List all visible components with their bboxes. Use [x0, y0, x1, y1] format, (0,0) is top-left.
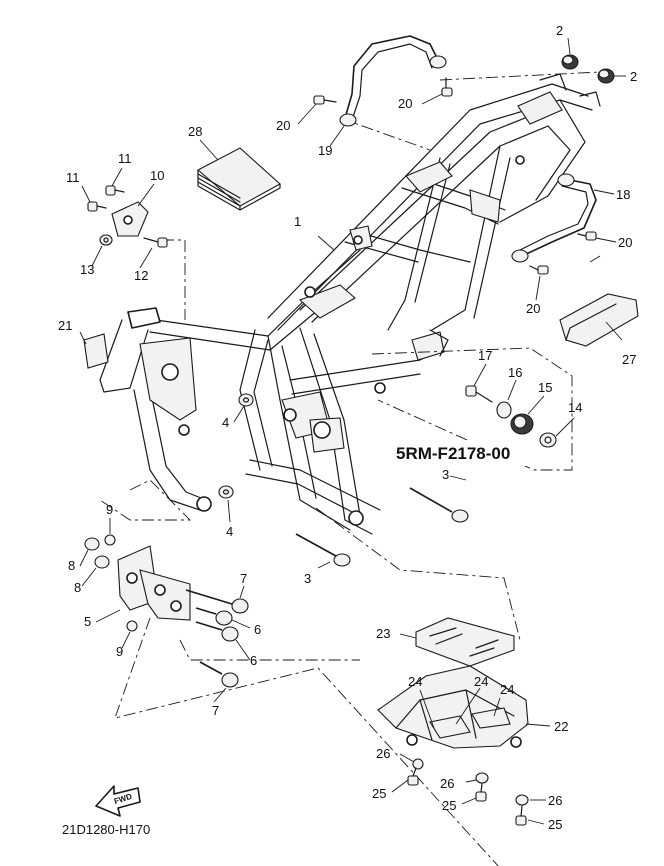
callout-6b: 6: [250, 653, 257, 668]
washer-8a: [84, 537, 100, 551]
callout-8b: 8: [74, 580, 81, 595]
callout-17: 17: [478, 348, 492, 363]
callout-24b: 24: [474, 674, 488, 689]
washer-4a: [238, 393, 254, 407]
callout-13: 13: [80, 262, 94, 277]
callout-26c: 26: [548, 793, 562, 808]
main-frame: [141, 73, 601, 535]
callout-5: 5: [84, 614, 91, 629]
callout-12: 12: [134, 268, 148, 283]
callout-11a: 11: [118, 151, 132, 166]
callout-23: 23: [376, 626, 390, 641]
washer-8b: [94, 555, 110, 569]
callout-6a: 6: [254, 622, 261, 637]
callout-20a: 20: [276, 118, 290, 133]
callout-9b: 9: [116, 644, 123, 659]
head-pipe: [99, 307, 212, 512]
collar-26c: [515, 794, 529, 806]
bolt-7a: [185, 589, 249, 614]
collar-26b: [475, 772, 489, 784]
callout-19: 19: [318, 143, 332, 158]
callout-20b: 20: [398, 96, 412, 111]
bolt-20a: [313, 95, 337, 105]
nut-9a: [104, 534, 116, 546]
forward-arrow: FWD: [95, 785, 141, 817]
bolt-6b: [195, 621, 239, 642]
bolt-20d: [529, 265, 549, 275]
callout-10: 10: [150, 168, 164, 183]
bolt-11a: [105, 185, 125, 196]
bushing-15: [510, 413, 534, 435]
callout-7b: 7: [212, 703, 219, 718]
callout-25c: 25: [548, 817, 562, 832]
callout-4a: 4: [222, 415, 229, 430]
nut-9b: [126, 620, 138, 632]
callout-2a: 2: [556, 23, 563, 38]
callout-14: 14: [568, 400, 582, 415]
callout-9a: 9: [106, 502, 113, 517]
washer-13: [99, 234, 113, 246]
owners-manual-28: [197, 147, 281, 211]
label-21: [83, 333, 109, 369]
collar-14: [539, 432, 557, 448]
part-code-label: 5RM-F2178-00: [396, 444, 510, 463]
callout-1: 1: [294, 214, 301, 229]
bolt-25c: [515, 805, 527, 826]
bolt-6a: [195, 607, 233, 626]
callout-27: 27: [622, 352, 636, 367]
callout-26a: 26: [376, 746, 390, 761]
handle-18: [511, 173, 597, 263]
callout-3b: 3: [304, 571, 311, 586]
cover-27: [559, 293, 639, 347]
leader-lines: [79, 37, 626, 825]
callout-28: 28: [188, 124, 202, 139]
callout-16: 16: [508, 365, 522, 380]
bolt-11b: [87, 201, 107, 212]
collar-16: [496, 401, 512, 419]
washer-4b: [218, 485, 234, 499]
bolt-3a: [409, 487, 469, 523]
callout-11b: 11: [66, 170, 80, 185]
callout-22: 22: [554, 719, 568, 734]
bolt-25a: [407, 767, 419, 786]
bolt-3b: [295, 533, 351, 567]
collar-26a: [412, 758, 424, 770]
callout-2b: 2: [630, 69, 637, 84]
diagram-code: 21D1280-H170: [62, 822, 150, 837]
callout-26b: 26: [440, 776, 454, 791]
grab-handle-19: [339, 35, 447, 127]
bolt-20c: [577, 231, 597, 241]
cap-2a: [561, 54, 579, 70]
callout-20c: 20: [618, 235, 632, 250]
bracket-10: [111, 201, 149, 237]
callout-25b: 25: [442, 798, 456, 813]
bolt-25b: [475, 783, 487, 802]
callout-numbers: 1 2 2 3 3 4 4 5 6 6 7 7 8 8 9 9 10 11 11…: [58, 23, 637, 832]
skid-plate-22: [377, 665, 529, 749]
callout-24a: 24: [408, 674, 422, 689]
damper-23: [415, 617, 515, 667]
callout-20d: 20: [526, 301, 540, 316]
bolt-17: [465, 385, 493, 403]
callout-18: 18: [616, 187, 630, 202]
callout-25a: 25: [372, 786, 386, 801]
callout-8a: 8: [68, 558, 75, 573]
callout-3a: 3: [442, 467, 449, 482]
callout-7a: 7: [240, 571, 247, 586]
bolt-7b: [199, 661, 239, 688]
part-code-box: 5RM-F2178-00: [392, 440, 528, 466]
engine-bracket-5: [117, 545, 191, 621]
callout-15: 15: [538, 380, 552, 395]
bolt-12: [143, 237, 168, 248]
callout-4b: 4: [226, 524, 233, 539]
cap-2b: [597, 68, 615, 84]
assembly-lines: [99, 71, 601, 866]
bolt-20b: [441, 77, 453, 97]
callout-24c: 24: [500, 682, 514, 697]
callout-21: 21: [58, 318, 72, 333]
